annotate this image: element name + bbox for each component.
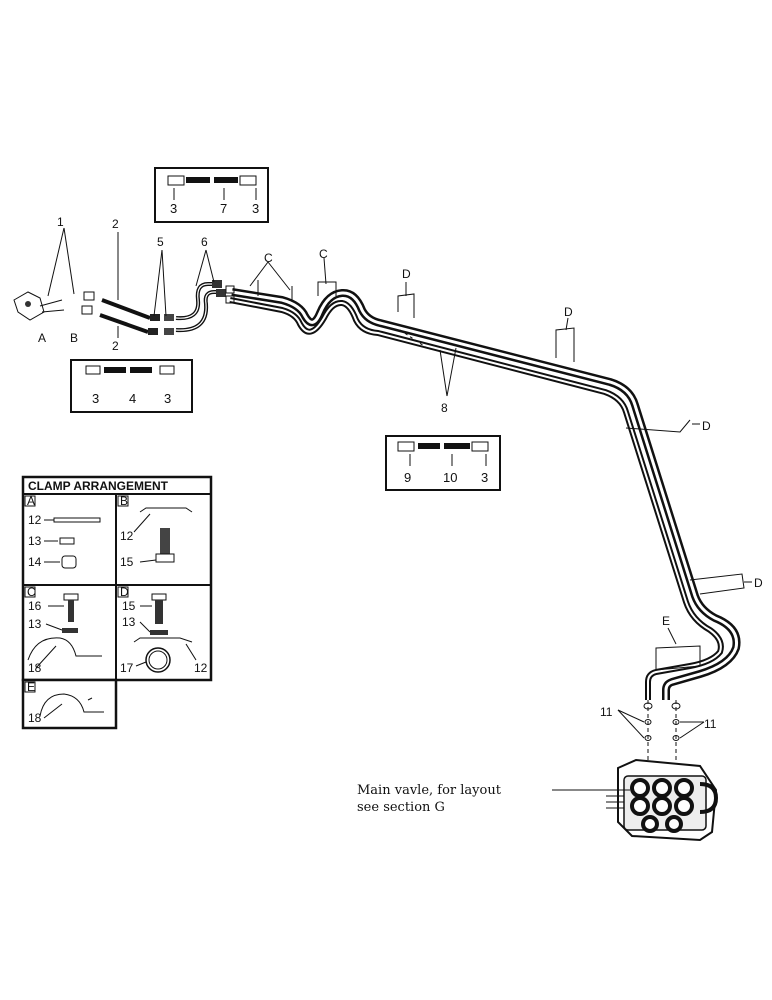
clamp-arrangement-table: CLAMP ARRANGEMENT A 12 13 14 B 12 15 [21,475,213,730]
clamp-D-part-12: 12 [194,661,208,675]
clamp-C-part-18: 18 [28,661,42,675]
clamp-C-part-13: 13 [28,617,42,631]
hose-box-top-right: 3 [252,201,259,216]
short-hoses [99,282,218,334]
main-valve-note: Main vavle, for layout see section G [357,783,502,815]
hose-box-left-right: 3 [164,391,171,406]
clamp-E-part-18: 18 [28,711,42,725]
clamp-cell-A: A 12 13 14 [24,494,101,569]
clamp-table-title: CLAMP ARRANGEMENT [28,479,169,493]
clamp-A-part-14: 14 [28,555,42,569]
fittings [13,280,235,335]
valve-note-line2: see section G [357,800,445,815]
hose-box-top-mid: 7 [220,201,227,216]
valve-connections [643,700,681,770]
clamp-cell-E: E 18 [24,680,104,725]
callout-labels: 1 2 2 5 6 8 11 11 A B C C D D D D E [38,215,763,731]
clamp-A-part-12: 12 [28,513,42,527]
callout-B: B [70,331,78,345]
callout-2-top: 2 [112,217,119,231]
main-valve-drawing [606,758,719,842]
clamp-cell-B-letter: B [120,494,128,508]
clamp-cell-A-letter: A [27,494,35,508]
clamp-B-part-15: 15 [120,555,134,569]
callout-C2: C [319,247,328,261]
clamp-cell-C: C 16 13 18 [24,585,102,675]
clamp-D-part-17: 17 [120,661,134,675]
clamp-cell-B: B 12 15 [117,494,193,569]
hose-box-left: 3 4 3 [70,359,193,413]
clamp-C-part-16: 16 [28,599,42,613]
callout-D3: D [702,419,711,433]
hose-box-right-left: 9 [404,470,411,485]
callout-8: 8 [441,401,448,415]
hose-box-left-left: 3 [92,391,99,406]
clamp-cell-D-letter: D [120,585,129,599]
callout-2-bottom: 2 [112,339,119,353]
hose-box-right-right: 3 [481,470,488,485]
callout-E: E [662,614,670,628]
callout-D1: D [402,267,411,281]
callout-11-left: 11 [600,705,613,719]
valve-note-line1: Main vavle, for layout [357,783,502,798]
callout-1: 1 [57,215,64,229]
hose-box-top-left: 3 [170,201,177,216]
callout-5: 5 [157,235,164,249]
callout-A: A [38,331,46,345]
callout-D2: D [564,305,573,319]
callout-6: 6 [201,235,208,249]
clamp-cell-C-letter: C [27,585,36,599]
clamp-B-part-12: 12 [120,529,134,543]
clamp-D-part-15: 15 [122,599,136,613]
clamp-cell-E-letter: E [27,680,35,694]
clamp-A-part-13: 13 [28,534,42,548]
callout-D4: D [754,576,763,590]
clamp-cell-D: D 15 13 17 12 [117,585,208,675]
callout-11-right: 11 [704,717,717,731]
hose-box-right-mid: 10 [443,470,457,485]
hose-box-top: 3 7 3 [154,167,269,223]
clamp-D-part-13: 13 [122,615,136,629]
leader-lines [47,227,752,791]
main-hose-route [229,288,741,700]
hose-box-left-mid: 4 [129,391,136,406]
hose-box-right: 9 10 3 [385,435,501,491]
callout-C1: C [264,251,273,265]
